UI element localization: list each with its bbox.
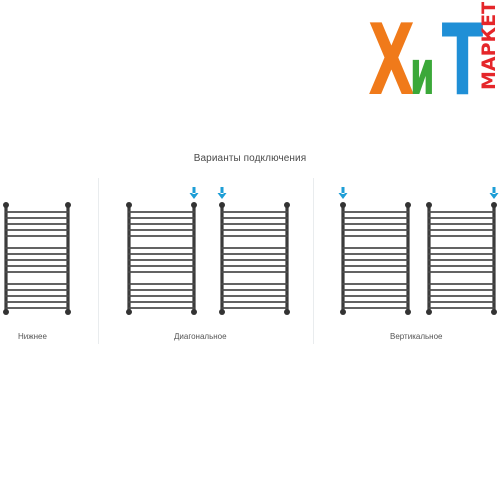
inlet-arrow-down-icon: [217, 187, 227, 199]
towel-rail-icon: [219, 202, 290, 315]
connection-option-diagonal: Диагональное: [98, 178, 314, 344]
connection-options-title: Варианты подключения: [193, 153, 307, 164]
connection-option-vertical: Вертикальное: [314, 178, 500, 344]
inlet-arrow-down-icon: [338, 187, 348, 199]
vertical-connection-label: Вертикальное: [390, 332, 443, 341]
towel-rail-icon: [426, 202, 497, 315]
vertical-connection-diagram: [338, 187, 499, 315]
diagonal-connection-diagram: [126, 187, 290, 315]
towel-rail-icon: [340, 202, 411, 315]
towel-rail-icon: [126, 202, 197, 315]
inlet-arrow-up-icon: [2, 317, 11, 318]
logo-letter-kh: Х: [368, 4, 415, 102]
inlet-arrow-down-icon: [489, 187, 499, 199]
bottom-connection-label: Нижнее: [18, 332, 47, 341]
towel-rail-icon: [3, 202, 71, 315]
connection-option-bottom: Нижнее: [0, 178, 97, 344]
bottom-connection-diagram: [2, 202, 71, 318]
logo-letter-t: Т: [442, 4, 484, 102]
logo-letter-i: и: [410, 37, 435, 102]
diagonal-connection-label: Диагональное: [174, 332, 227, 341]
inlet-arrow-down-icon: [189, 187, 199, 199]
khit-market-logo: Х и Т МАРКЕТ: [368, 2, 498, 102]
logo-side-text: МАРКЕТ: [478, 2, 498, 90]
